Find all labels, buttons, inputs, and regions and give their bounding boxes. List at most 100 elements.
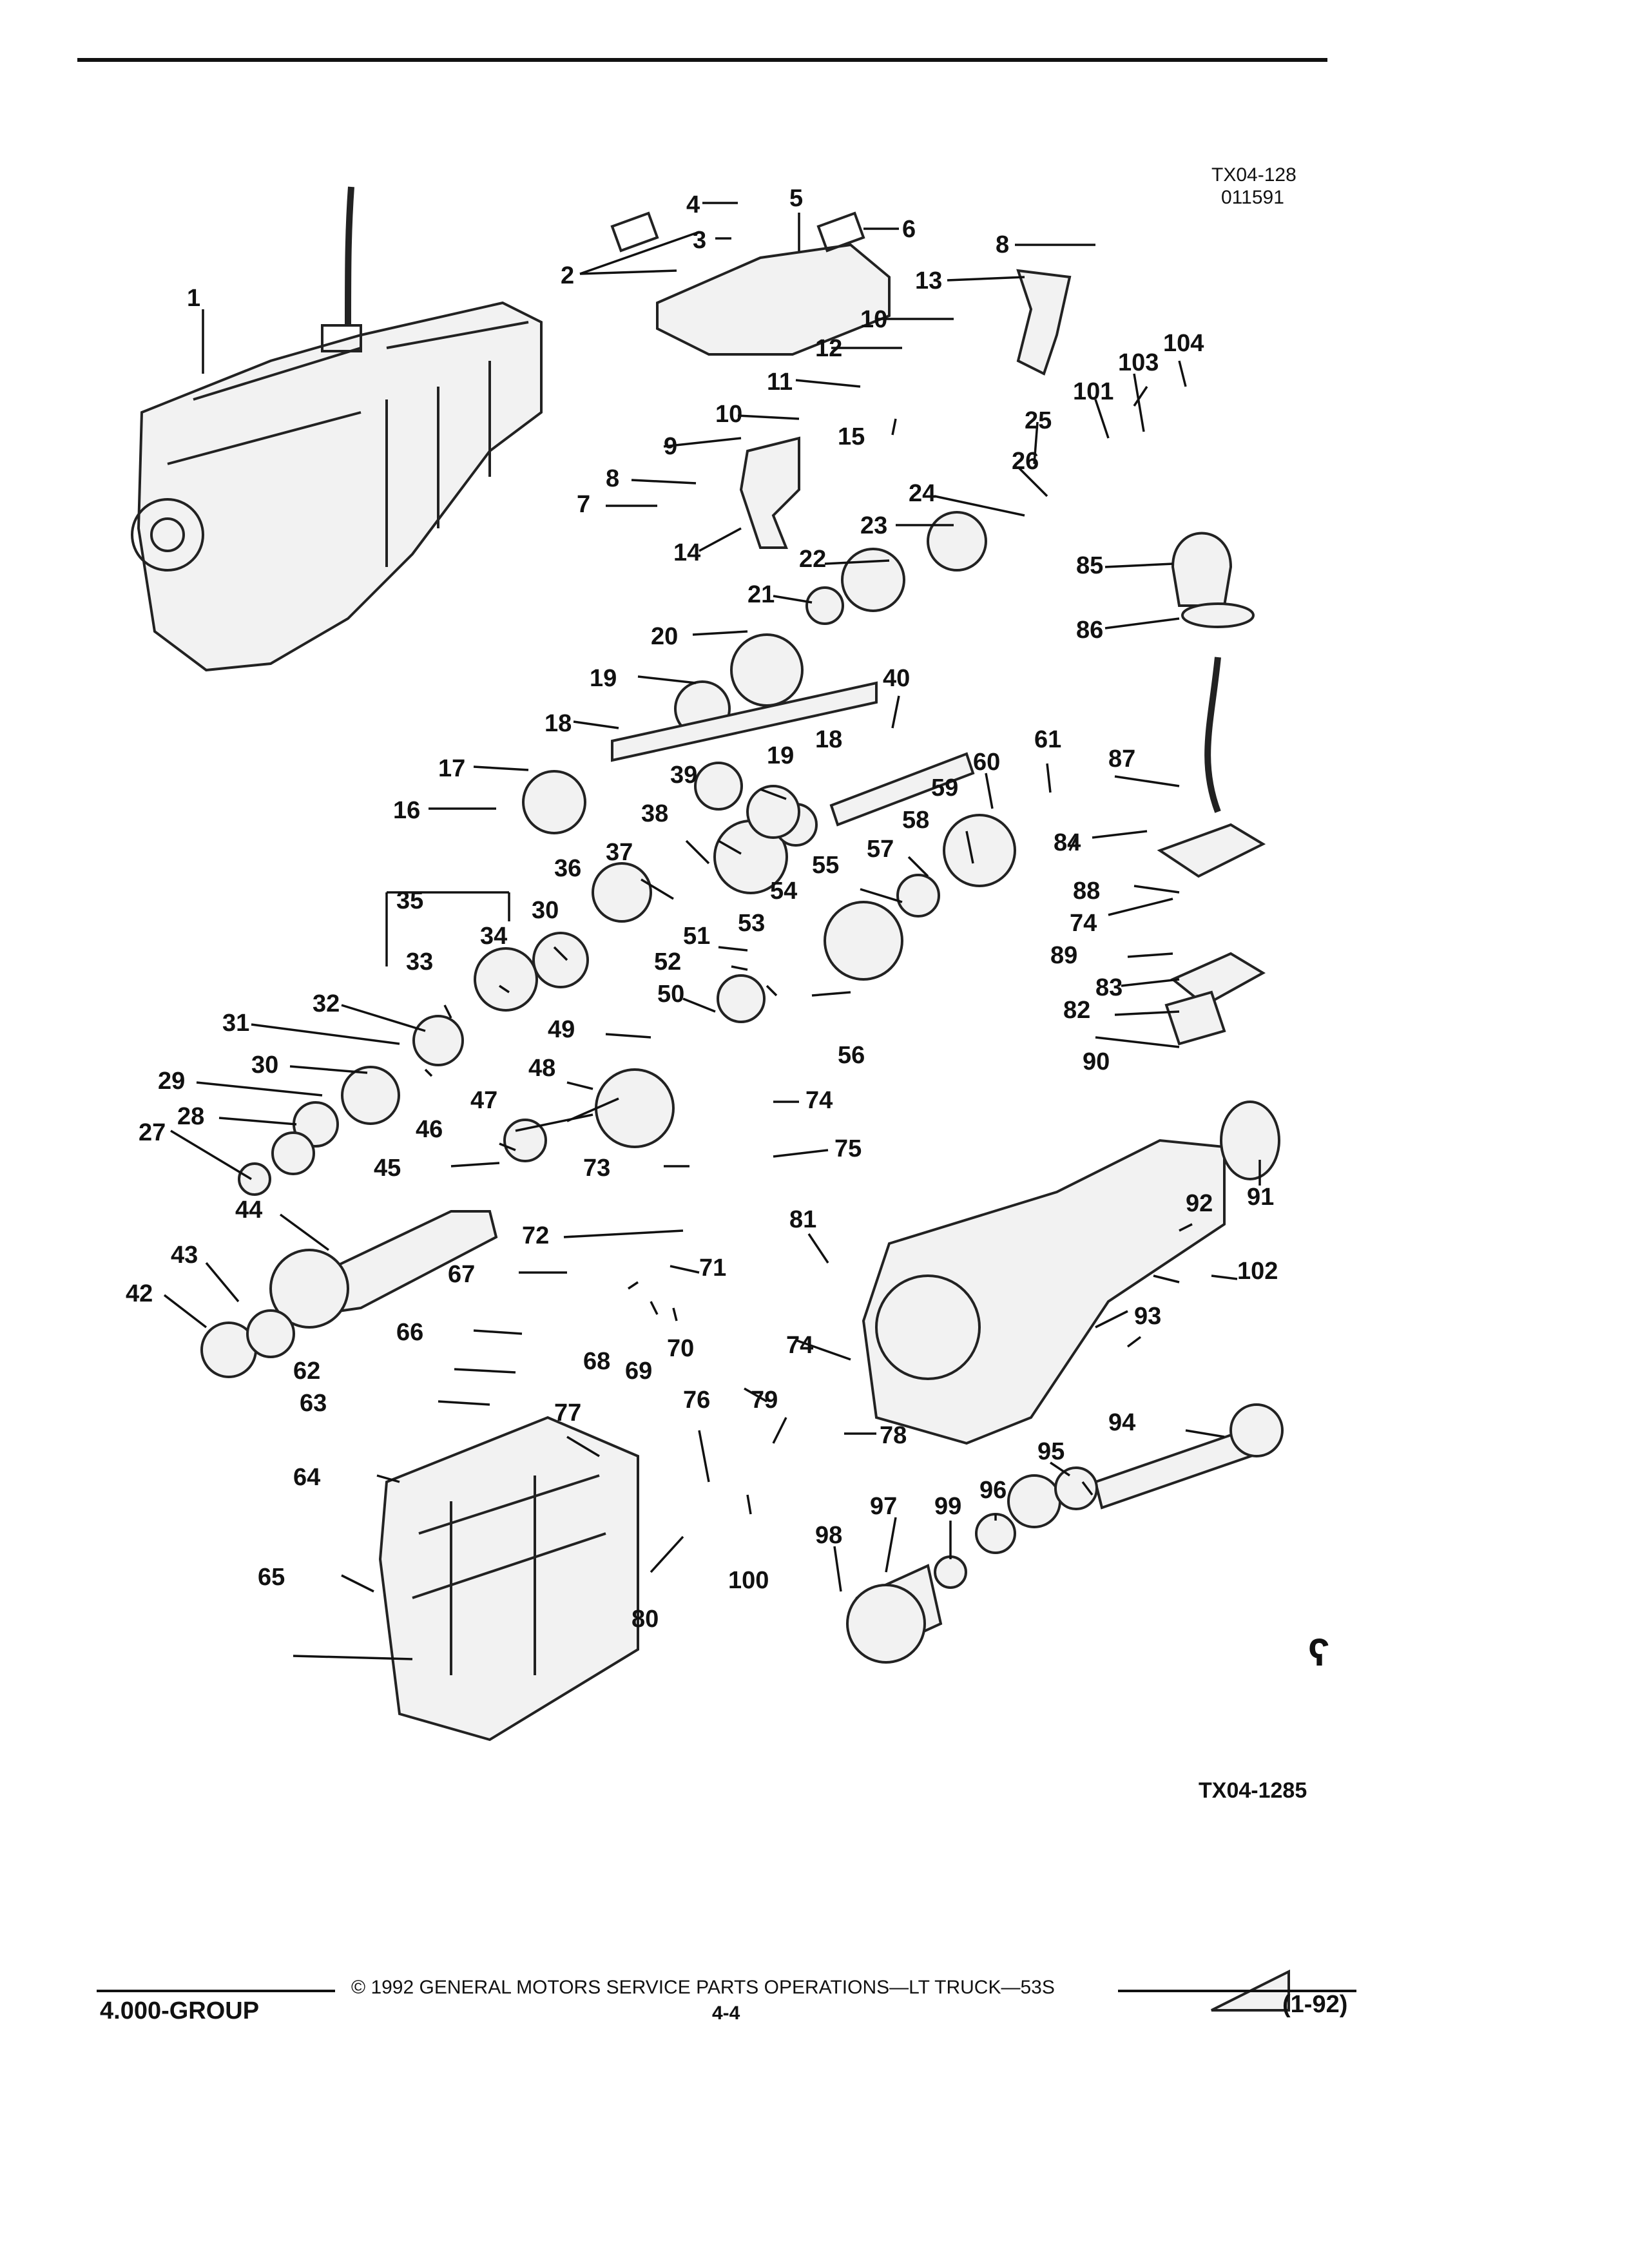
callout-76: 76 xyxy=(683,1387,710,1414)
header-rule xyxy=(77,58,1327,62)
gear-train-drawing xyxy=(200,511,1290,2012)
callout-13: 13 xyxy=(915,267,942,294)
callout-10: 10 xyxy=(860,306,887,333)
callout-27: 27 xyxy=(139,1119,166,1146)
figure-reference-top-sub: 011591 xyxy=(1221,187,1284,208)
callout-103: 103 xyxy=(1118,349,1159,376)
callout-30b: 30 xyxy=(532,897,559,924)
callout-28: 28 xyxy=(177,1103,204,1130)
callout-73: 73 xyxy=(583,1155,610,1182)
callout-101: 101 xyxy=(1073,378,1113,405)
callout-82: 82 xyxy=(1063,997,1090,1024)
callout-90: 90 xyxy=(1083,1048,1110,1075)
callout-3: 3 xyxy=(693,227,706,254)
callout-86: 86 xyxy=(1076,617,1103,644)
callout-89: 89 xyxy=(1050,942,1077,969)
callout-97: 97 xyxy=(870,1493,897,1520)
callout-94: 94 xyxy=(1108,1409,1135,1436)
callout-9: 9 xyxy=(664,433,677,460)
callout-55: 55 xyxy=(812,852,839,879)
callout-21: 21 xyxy=(747,581,775,608)
callout-29: 29 xyxy=(158,1068,185,1095)
callout-92: 92 xyxy=(1186,1190,1213,1217)
callout-72: 72 xyxy=(522,1222,549,1249)
callout-98: 98 xyxy=(815,1522,842,1549)
callout-31: 31 xyxy=(222,1010,249,1037)
callout-83: 83 xyxy=(1095,974,1123,1001)
callout-leader-lines xyxy=(163,202,1261,1660)
callout-60: 60 xyxy=(973,749,1000,776)
callout-45: 45 xyxy=(374,1155,401,1182)
callout-91: 91 xyxy=(1247,1184,1274,1211)
callout-23: 23 xyxy=(860,512,887,539)
callout-12: 12 xyxy=(815,335,842,362)
callout-2: 2 xyxy=(561,262,574,289)
callout-19b: 19 xyxy=(767,742,794,769)
footer-rule-left xyxy=(97,1990,335,1992)
callout-69: 69 xyxy=(625,1358,652,1385)
callout-59: 59 xyxy=(931,774,958,802)
callout-102: 102 xyxy=(1237,1258,1278,1285)
callout-74b: 74 xyxy=(1070,910,1097,937)
shift-lever-drawing xyxy=(1157,532,1266,1046)
callout-25: 25 xyxy=(1025,407,1052,434)
callout-84: 84 xyxy=(1054,829,1081,856)
callout-58: 58 xyxy=(902,807,929,834)
callout-38: 38 xyxy=(641,800,668,827)
callout-62: 62 xyxy=(293,1358,320,1385)
callout-95: 95 xyxy=(1037,1438,1065,1465)
callout-104: 104 xyxy=(1163,330,1204,357)
callout-10b: 10 xyxy=(715,401,742,428)
callout-14: 14 xyxy=(673,539,700,566)
callout-44: 44 xyxy=(235,1196,262,1224)
callout-85: 85 xyxy=(1076,552,1103,579)
main-case-drawing xyxy=(378,1416,639,1742)
callout-48: 48 xyxy=(528,1055,555,1082)
callout-56: 56 xyxy=(838,1042,865,1069)
footer-copyright: © 1992 GENERAL MOTORS SERVICE PARTS OPER… xyxy=(351,1977,1055,1998)
callout-80: 80 xyxy=(631,1606,659,1633)
callout-61: 61 xyxy=(1034,726,1061,753)
callout-49: 49 xyxy=(548,1016,575,1043)
publisher-logo: ʕ xyxy=(1308,1631,1330,1674)
callout-37: 37 xyxy=(606,839,633,866)
callout-50: 50 xyxy=(657,981,684,1008)
callout-15: 15 xyxy=(838,423,865,450)
callout-11: 11 xyxy=(767,369,793,396)
callout-19: 19 xyxy=(590,665,617,692)
callout-77: 77 xyxy=(554,1399,581,1427)
callout-18b: 18 xyxy=(815,726,842,753)
callout-99: 99 xyxy=(934,1493,961,1520)
callout-51: 51 xyxy=(683,923,710,950)
assembled-transmission-drawing xyxy=(131,186,543,672)
callout-54: 54 xyxy=(770,878,797,905)
callout-33: 33 xyxy=(406,948,433,975)
callout-22: 22 xyxy=(799,546,826,573)
callout-42: 42 xyxy=(126,1280,153,1307)
callout-40: 40 xyxy=(883,665,910,692)
callout-74c: 74 xyxy=(786,1332,813,1359)
callout-8b: 8 xyxy=(606,465,619,492)
callout-88: 88 xyxy=(1073,878,1100,905)
callout-numbers: 1 2 3 4 5 6 7 8 8 9 10 10 11 12 13 14 15… xyxy=(126,185,1278,1633)
callout-7: 7 xyxy=(577,491,590,518)
output-shaft-drawing xyxy=(846,1403,1284,1664)
callout-1: 1 xyxy=(187,285,200,312)
callout-70: 70 xyxy=(667,1335,694,1362)
callout-67: 67 xyxy=(448,1261,475,1288)
callout-6: 6 xyxy=(902,216,916,243)
callout-30: 30 xyxy=(251,1052,278,1079)
shift-forks-drawing xyxy=(739,269,1072,549)
callout-52: 52 xyxy=(654,948,681,975)
callout-87: 87 xyxy=(1108,745,1135,773)
callout-81: 81 xyxy=(789,1206,816,1233)
callout-20: 20 xyxy=(651,623,678,650)
callout-78: 78 xyxy=(880,1422,907,1449)
footer-page-number: 4-4 xyxy=(712,2003,740,2024)
callout-32: 32 xyxy=(313,990,340,1017)
footer-revision: (1-92) xyxy=(1282,1991,1348,2018)
callout-57: 57 xyxy=(867,836,894,863)
callout-79: 79 xyxy=(751,1387,778,1414)
figure-reference-top: TX04-128 xyxy=(1211,164,1296,186)
